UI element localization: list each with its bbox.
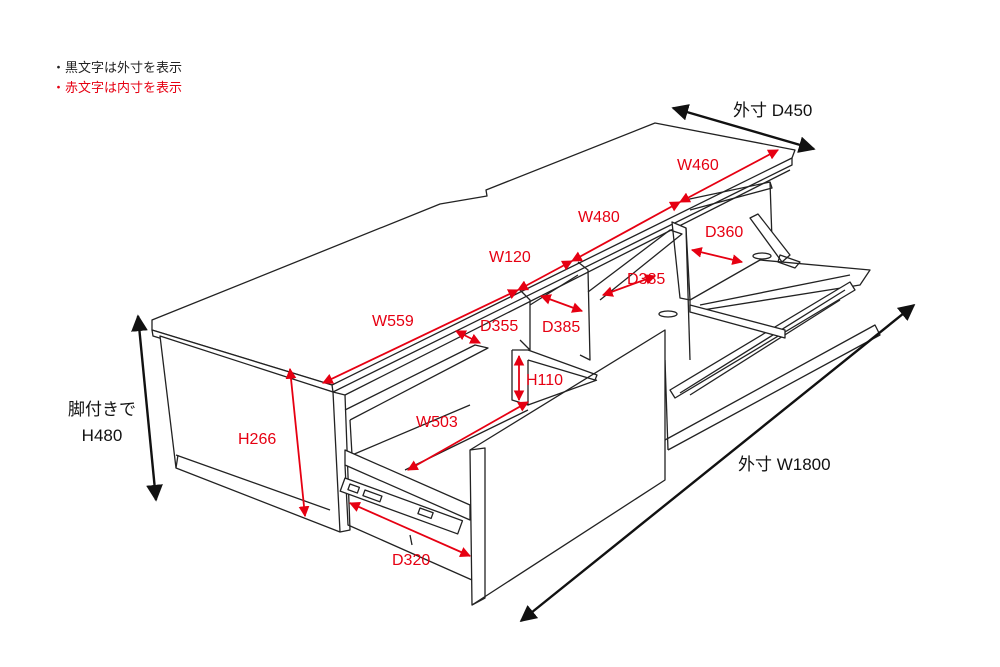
outer-width-label: 外寸 W1800: [738, 455, 831, 474]
w480-arrow: [571, 201, 681, 262]
hinge-arm: [749, 213, 791, 263]
depth-arrow: [671, 104, 816, 153]
d355-arrow: [455, 330, 481, 344]
cabinet-outline: [151, 122, 881, 606]
width-arrow: [519, 303, 916, 623]
w480-label: W480: [578, 209, 620, 226]
inner-dimension-arrows: [285, 149, 779, 558]
h266-arrow: [285, 367, 310, 518]
outer-height-line1: 脚付きで: [68, 400, 136, 419]
d320-label: D320: [392, 552, 431, 569]
d385-center-arrow: [539, 294, 584, 313]
legend-red-note: ・赤文字は内寸を表示: [52, 80, 183, 95]
legend-black-note: ・黒文字は外寸を表示: [52, 60, 183, 75]
height-arrow: [131, 314, 163, 502]
h266-label: H266: [238, 431, 277, 448]
d360-arrow: [690, 247, 744, 265]
h110-label: H110: [526, 372, 564, 389]
w460-arrow: [679, 149, 779, 203]
outer-height-label: 脚付きで H480: [62, 397, 142, 449]
d385-right-label: D385: [627, 271, 666, 288]
d360-label: D360: [705, 224, 744, 241]
legend: ・黒文字は外寸を表示 ・赤文字は内寸を表示: [52, 58, 182, 98]
d385-right-arrow: [601, 274, 657, 297]
d385-center-label: D385: [542, 319, 581, 336]
w559-label: W559: [372, 313, 414, 330]
w120-arrow: [517, 260, 573, 291]
w503-arrow: [407, 401, 529, 471]
w120-label: W120: [489, 249, 531, 266]
w460-label: W460: [677, 157, 719, 174]
w503-label: W503: [416, 414, 458, 431]
outer-dimension-arrows: [131, 104, 916, 623]
d320-arrow: [349, 501, 471, 558]
d355-label: D355: [480, 318, 519, 335]
outer-depth-label: 外寸 D450: [733, 101, 813, 120]
outer-height-line2: H480: [81, 426, 123, 445]
w559-arrow: [322, 289, 519, 384]
